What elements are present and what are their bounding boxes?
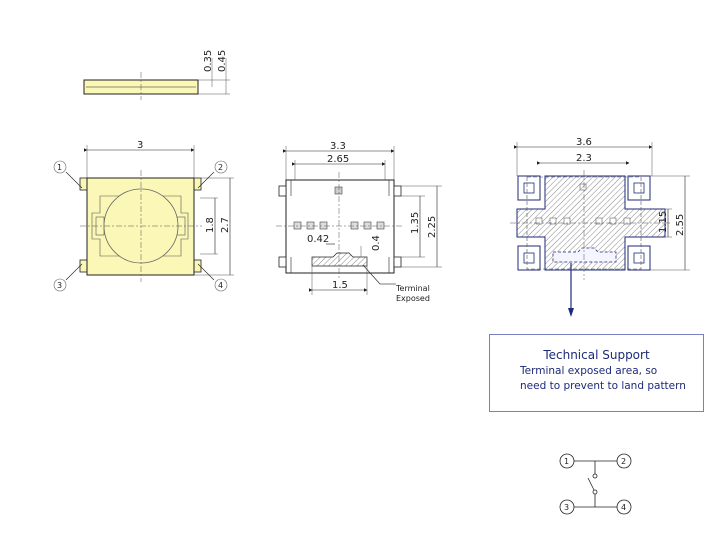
bottom-dim-h2: 2.25	[427, 216, 438, 238]
top-dim-outer: 2.7	[220, 217, 231, 233]
pointer-arrow-icon	[568, 308, 574, 317]
bottom-dim-inner: 2.65	[327, 154, 349, 165]
switch-contact	[587, 477, 595, 491]
land-dim-width: 3.6	[576, 137, 592, 148]
side-view: 0.35 0.45	[83, 50, 230, 100]
bottom-dim-width: 3.3	[330, 141, 346, 152]
top-dim-width: 3	[137, 140, 143, 151]
land-dim-h2: 2.55	[675, 214, 686, 236]
top-pin-4: 4	[218, 281, 223, 290]
bottom-view: 3.3 2.65 0.42 0.4 1.5	[276, 141, 442, 303]
technical-support-title: Technical Support	[543, 348, 650, 362]
switch-schematic: 1 2 3 4	[559, 453, 632, 515]
bottom-dim-exposed: 1.5	[332, 280, 348, 291]
side-dim-total: 0.45	[217, 50, 228, 72]
land-dim-inner: 2.3	[576, 153, 592, 164]
top-pin-2: 2	[218, 163, 223, 172]
schematic-pin-2: 2	[621, 457, 626, 466]
land-dim-h1: 1.15	[658, 211, 669, 233]
exposed-label: Exposed	[396, 294, 430, 303]
side-dim-top: 0.35	[203, 50, 214, 72]
land-pattern: 3.6 2.3 1.15 2.55	[510, 137, 690, 317]
schematic-pin-1: 1	[564, 457, 569, 466]
technical-support-box: Technical Support Terminal exposed area,…	[489, 334, 704, 412]
schematic-pin-4: 4	[621, 503, 626, 512]
terminal-label: Terminal	[395, 284, 430, 293]
bottom-dim-h1: 1.35	[410, 212, 421, 234]
bottom-dim-pad: 0.4	[371, 235, 382, 251]
top-dim-inner: 1.8	[205, 217, 216, 233]
top-pin-3: 3	[57, 281, 62, 290]
terminal-exposed-area	[311, 252, 368, 267]
schematic-pin-3: 3	[564, 503, 569, 512]
technical-support-line-2: need to prevent to land pattern	[520, 380, 686, 392]
bottom-dim-pitch: 0.42	[307, 234, 329, 245]
top-view: 3 1.8 2.7 1 2 3 4	[53, 140, 234, 292]
technical-support-line-1: Terminal exposed area, so	[520, 365, 658, 377]
top-pin-1: 1	[57, 163, 62, 172]
